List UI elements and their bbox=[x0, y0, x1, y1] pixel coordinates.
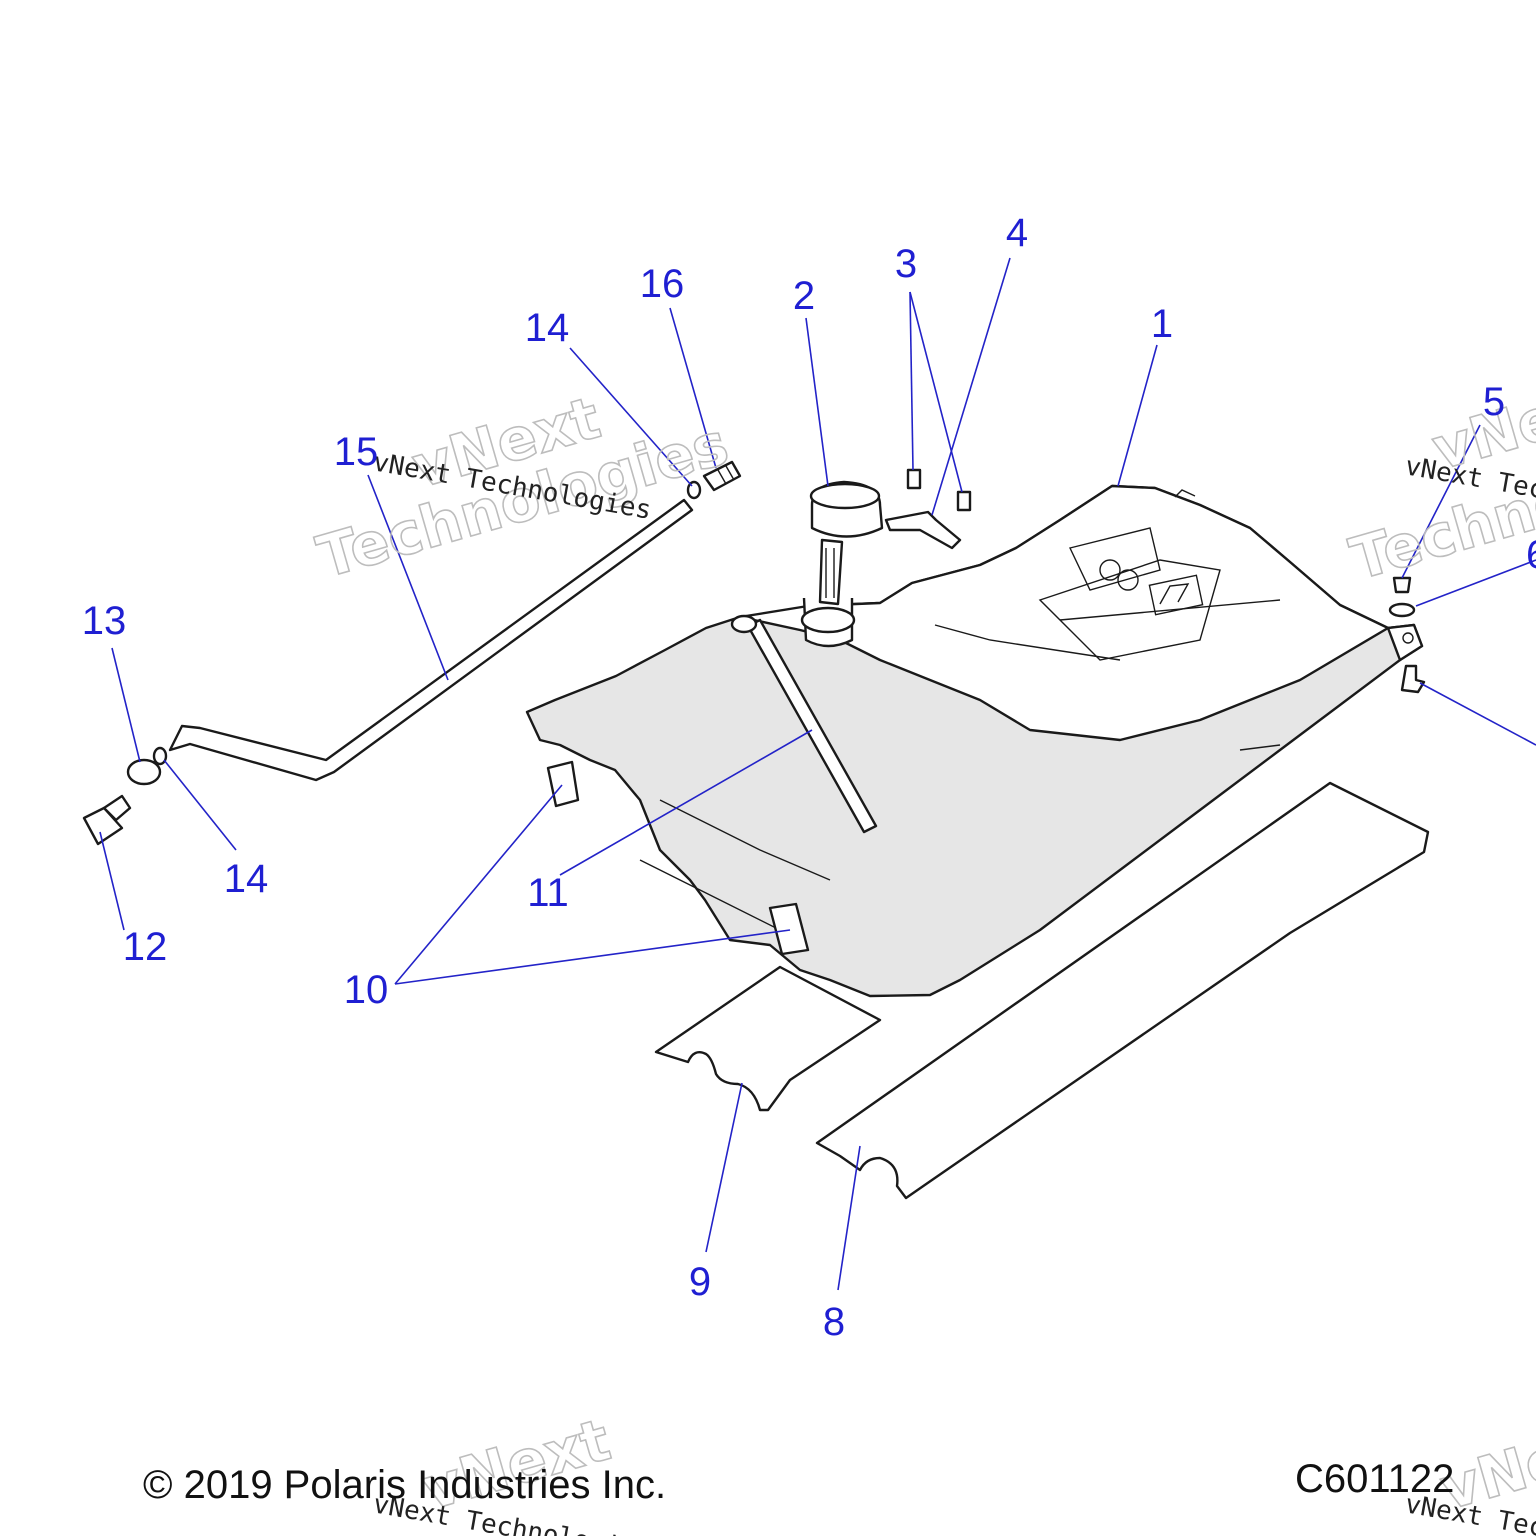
callout-3: 3 bbox=[895, 242, 917, 286]
part-11-vent-tube bbox=[730, 614, 878, 834]
callout-12: 12 bbox=[123, 925, 168, 969]
callout-16: 16 bbox=[640, 262, 685, 306]
callout-8: 8 bbox=[823, 1300, 845, 1344]
callout-6: 6 bbox=[1526, 533, 1536, 577]
watermark-group-2: vNext Technologies vNext Technologies bbox=[1342, 365, 1536, 595]
part-3-bolts bbox=[906, 468, 972, 512]
callout-5: 5 bbox=[1483, 380, 1505, 424]
part-10-pads bbox=[546, 760, 810, 956]
copyright-text: © 2019 Polaris Industries Inc. bbox=[143, 1463, 666, 1507]
part-9-pad bbox=[654, 965, 882, 1112]
callout-4: 4 bbox=[1006, 211, 1028, 255]
leader-lines bbox=[99, 257, 1536, 1291]
callout-2: 2 bbox=[793, 274, 815, 318]
part-13-nut bbox=[126, 758, 162, 786]
figure-code: C601122 bbox=[1295, 1457, 1454, 1501]
callout-15: 15 bbox=[334, 430, 379, 474]
callout-14-top: 14 bbox=[525, 306, 570, 350]
callout-13: 13 bbox=[82, 599, 127, 643]
part-2-fuel-cap bbox=[800, 480, 884, 648]
part-4-bracket bbox=[884, 510, 962, 550]
part-15-fuel-line bbox=[168, 498, 694, 782]
part-16-fitting bbox=[702, 460, 742, 492]
callout-9: 9 bbox=[689, 1260, 711, 1304]
part-12-fitting bbox=[82, 794, 132, 846]
callout-1: 1 bbox=[1151, 302, 1173, 346]
callout-numbers: 1 2 3 4 5 6 7 8 9 10 11 12 13 14 14 15 1… bbox=[82, 211, 1536, 1344]
part-1-fuel-tank bbox=[525, 484, 1424, 998]
part-8-pad bbox=[815, 781, 1430, 1200]
callout-14-bottom: 14 bbox=[224, 857, 269, 901]
watermark-group-1: vNext Technologies vNext Technologies bbox=[309, 383, 736, 593]
part-5-6-7-hardware bbox=[1388, 576, 1426, 694]
callout-11: 11 bbox=[527, 871, 569, 915]
callout-10: 10 bbox=[344, 968, 389, 1012]
